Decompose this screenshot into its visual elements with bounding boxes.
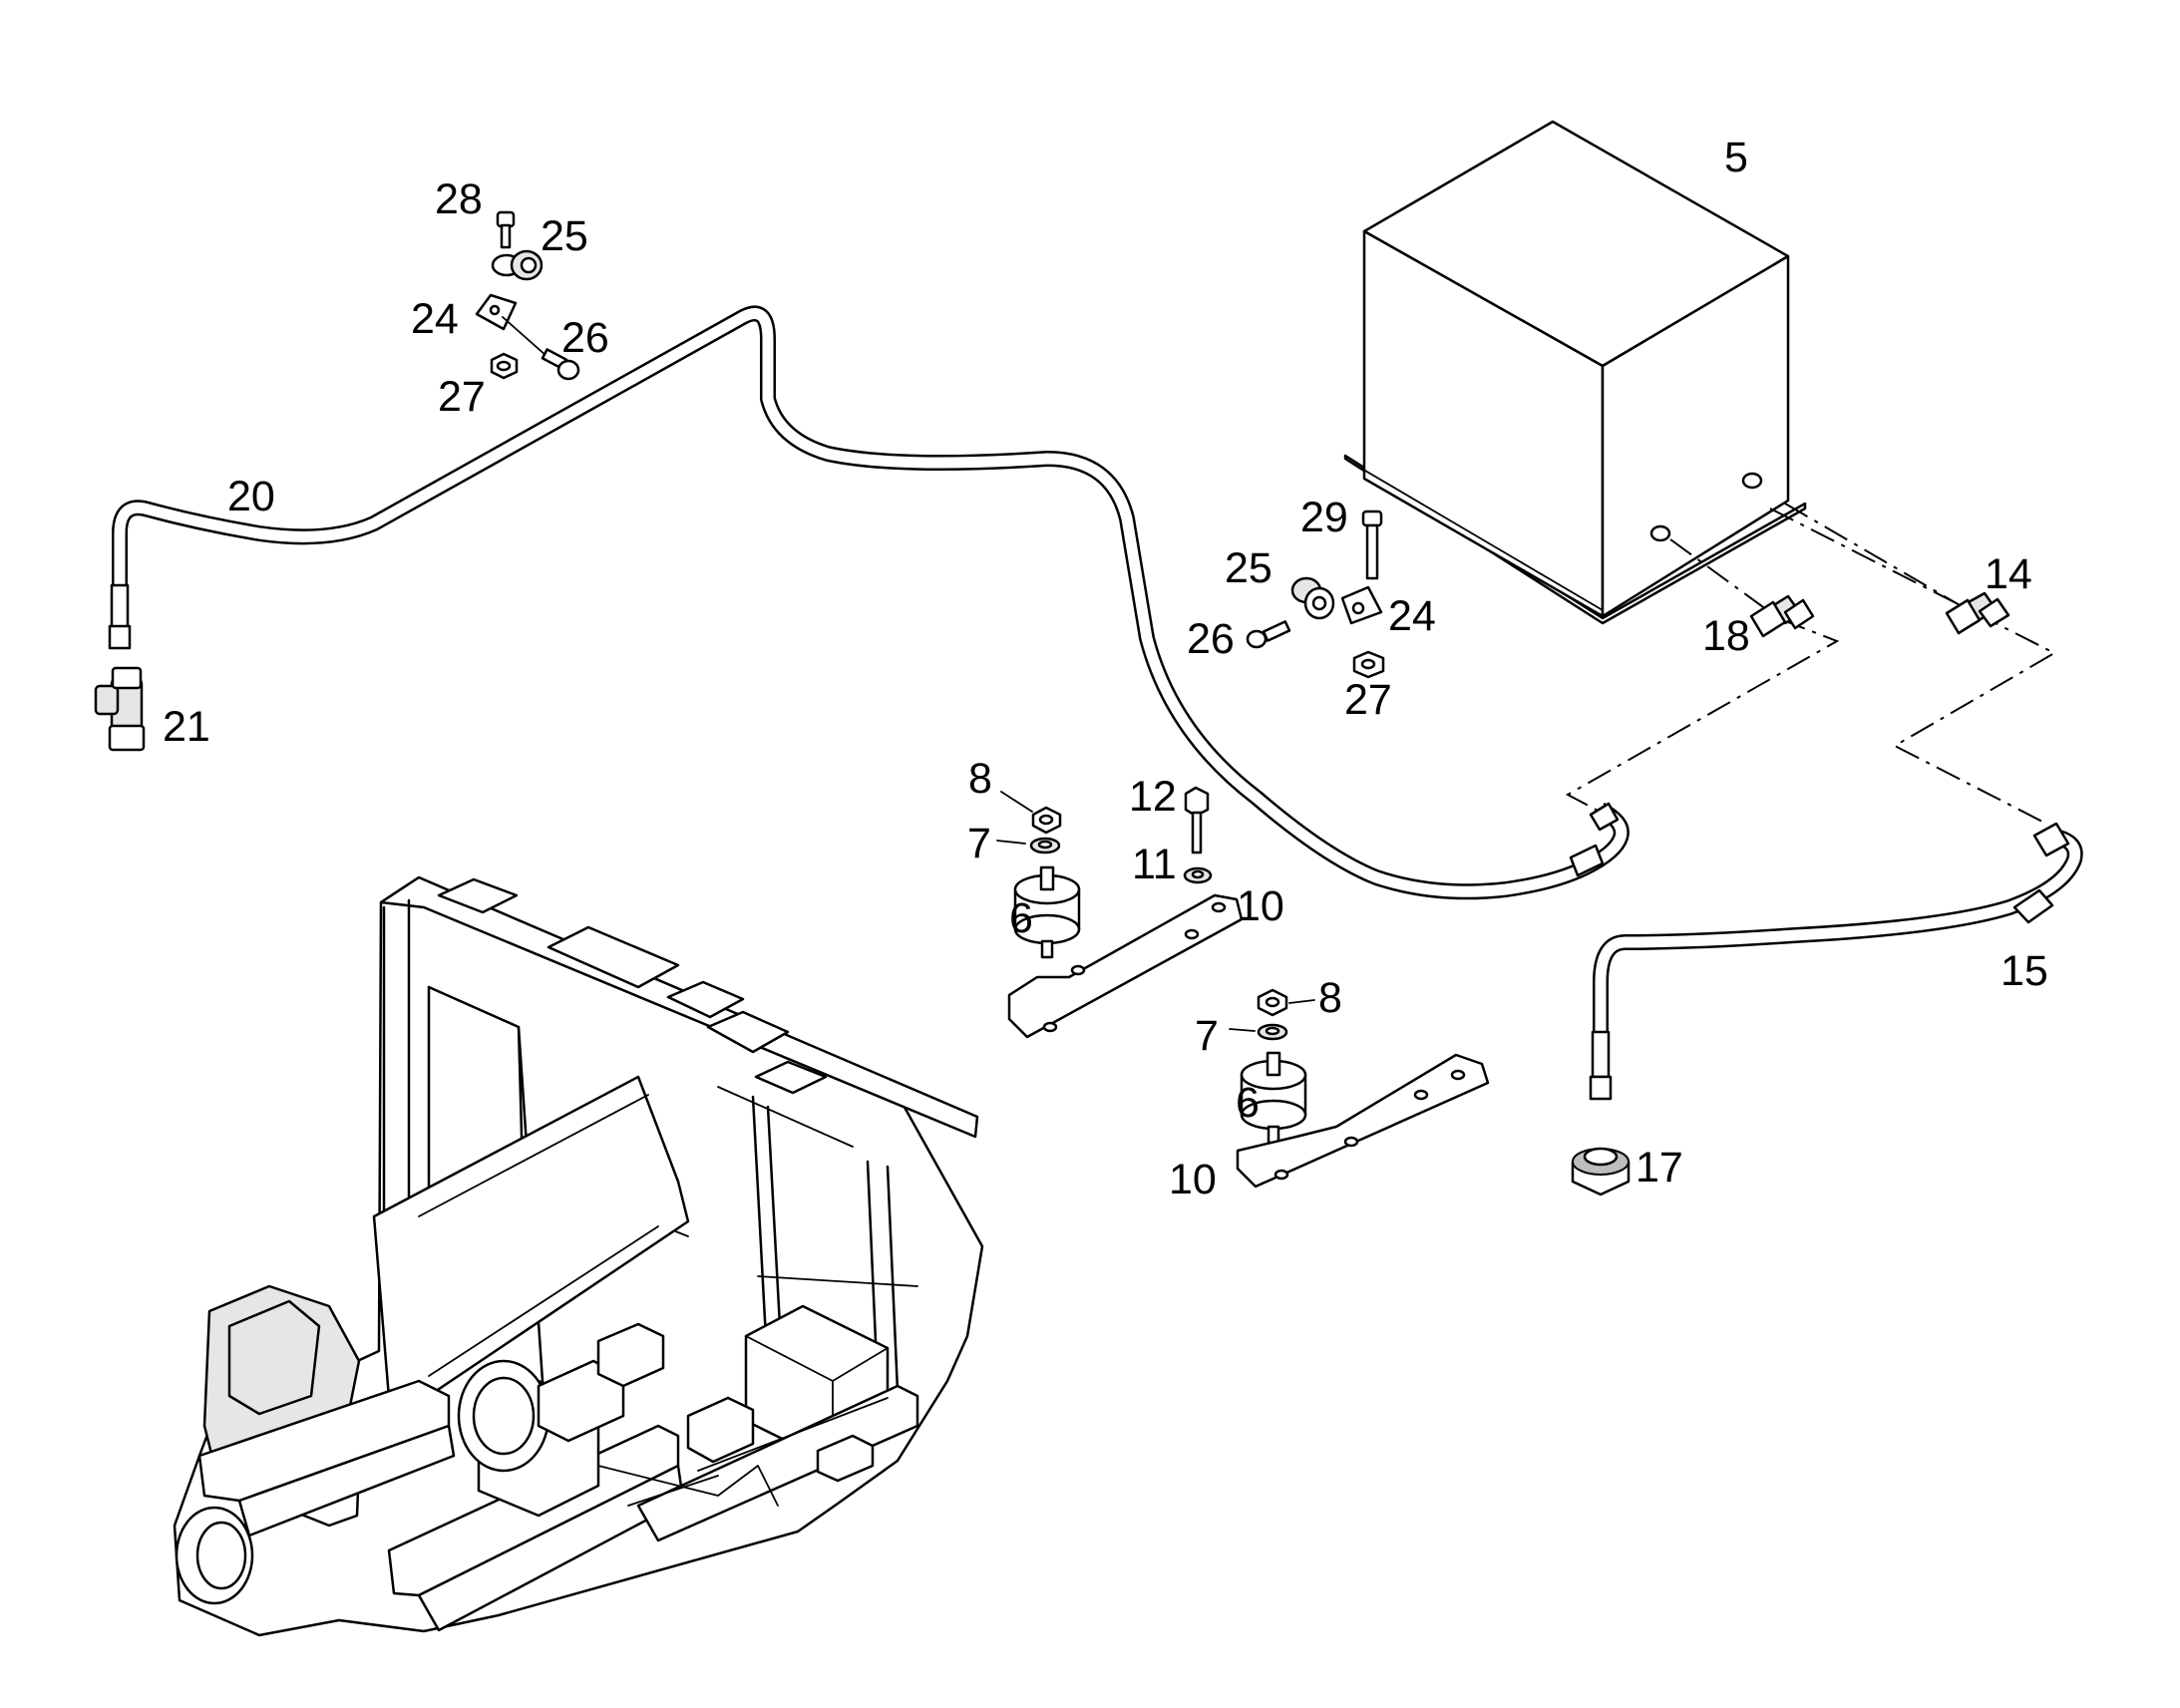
label-part-6-upper: 6 <box>1009 894 1033 942</box>
label-part-29: 29 <box>1300 494 1348 541</box>
bolt-29 <box>1361 510 1383 580</box>
fitting-14 <box>1945 591 2010 635</box>
washer-7-lower <box>1257 1023 1288 1041</box>
washer-11 <box>1183 866 1213 884</box>
tank-box <box>1343 120 1807 625</box>
label-part-8-upper: 8 <box>968 755 992 803</box>
plate-10-lower <box>1236 1053 1490 1189</box>
label-part-7-lower: 7 <box>1195 1012 1219 1060</box>
nut-8-lower <box>1257 988 1288 1017</box>
bolt-26-right <box>1246 620 1291 649</box>
clamp-assembly-right <box>1246 510 1385 679</box>
washer-7-upper <box>1029 837 1061 854</box>
hose-15-nut-top <box>2032 822 2070 857</box>
mount-assembly-lower <box>1229 988 1490 1189</box>
label-part-25-right: 25 <box>1225 544 1272 592</box>
fitting-21 <box>94 666 146 752</box>
label-part-5: 5 <box>1724 134 1748 181</box>
label-part-18: 18 <box>1702 612 1750 660</box>
rubber-mount-6-lower <box>1240 1051 1307 1145</box>
label-part-10-lower: 10 <box>1169 1156 1217 1203</box>
hose-15 <box>1589 822 2083 1101</box>
hose-15-crimp-top <box>2012 888 2054 924</box>
nut-8-upper <box>1031 806 1062 835</box>
bracket-24-right <box>1340 585 1383 625</box>
part-labels: 5 6 6 7 7 8 8 10 10 11 12 14 15 17 18 20… <box>163 134 2048 1203</box>
clamp-25-left <box>491 249 544 281</box>
bolt-12 <box>1184 786 1210 854</box>
hose-15-crimp-bottom <box>1591 1030 1611 1079</box>
fitting-17 <box>1571 1147 1631 1196</box>
clamp-25-right <box>1290 576 1335 620</box>
label-part-27-right: 27 <box>1344 676 1392 724</box>
label-part-11: 11 <box>1132 841 1177 888</box>
label-part-24-left: 24 <box>411 295 459 343</box>
machine-frame-overview <box>173 875 984 1637</box>
nut-27-left <box>490 352 519 380</box>
label-part-17: 17 <box>1635 1144 1683 1192</box>
label-part-27-left: 27 <box>438 373 486 421</box>
hose-20-crimp-right <box>1569 844 1605 877</box>
hose-20 <box>108 305 1630 900</box>
label-part-20: 20 <box>227 473 275 520</box>
hose-15-nut-bottom <box>1589 1075 1613 1101</box>
label-part-24-right: 24 <box>1388 592 1436 640</box>
clamp-assembly-left <box>475 210 580 381</box>
label-part-8-lower: 8 <box>1318 974 1342 1022</box>
label-part-15: 15 <box>2000 947 2048 995</box>
plate-10-upper <box>1007 893 1244 1039</box>
tank-port-right <box>1741 472 1763 490</box>
tank-port-left <box>1649 524 1671 542</box>
bracket-24-left <box>475 293 547 357</box>
bolt-26-left <box>541 348 580 381</box>
label-part-28: 28 <box>435 175 483 223</box>
screw-28 <box>496 210 516 249</box>
label-part-12: 12 <box>1129 773 1177 821</box>
rubber-mount-6-upper <box>1013 865 1081 959</box>
mount-assembly-upper <box>996 786 1244 1039</box>
label-part-26-left: 26 <box>561 314 609 362</box>
fitting-18 <box>1749 594 1815 638</box>
label-part-14: 14 <box>1985 550 2032 598</box>
hose-20-nut-left <box>108 624 132 650</box>
label-part-25-left: 25 <box>541 212 588 260</box>
label-part-7-upper: 7 <box>967 820 991 867</box>
label-part-10-upper: 10 <box>1237 882 1284 930</box>
nut-27-right <box>1352 650 1385 679</box>
label-part-21: 21 <box>163 703 210 751</box>
label-part-26-right: 26 <box>1187 615 1235 663</box>
leader-lines <box>1565 503 2057 824</box>
hose-20-crimp-left <box>110 583 130 629</box>
hose-20-nut-right <box>1589 802 1620 832</box>
label-part-6-lower: 6 <box>1236 1079 1260 1127</box>
